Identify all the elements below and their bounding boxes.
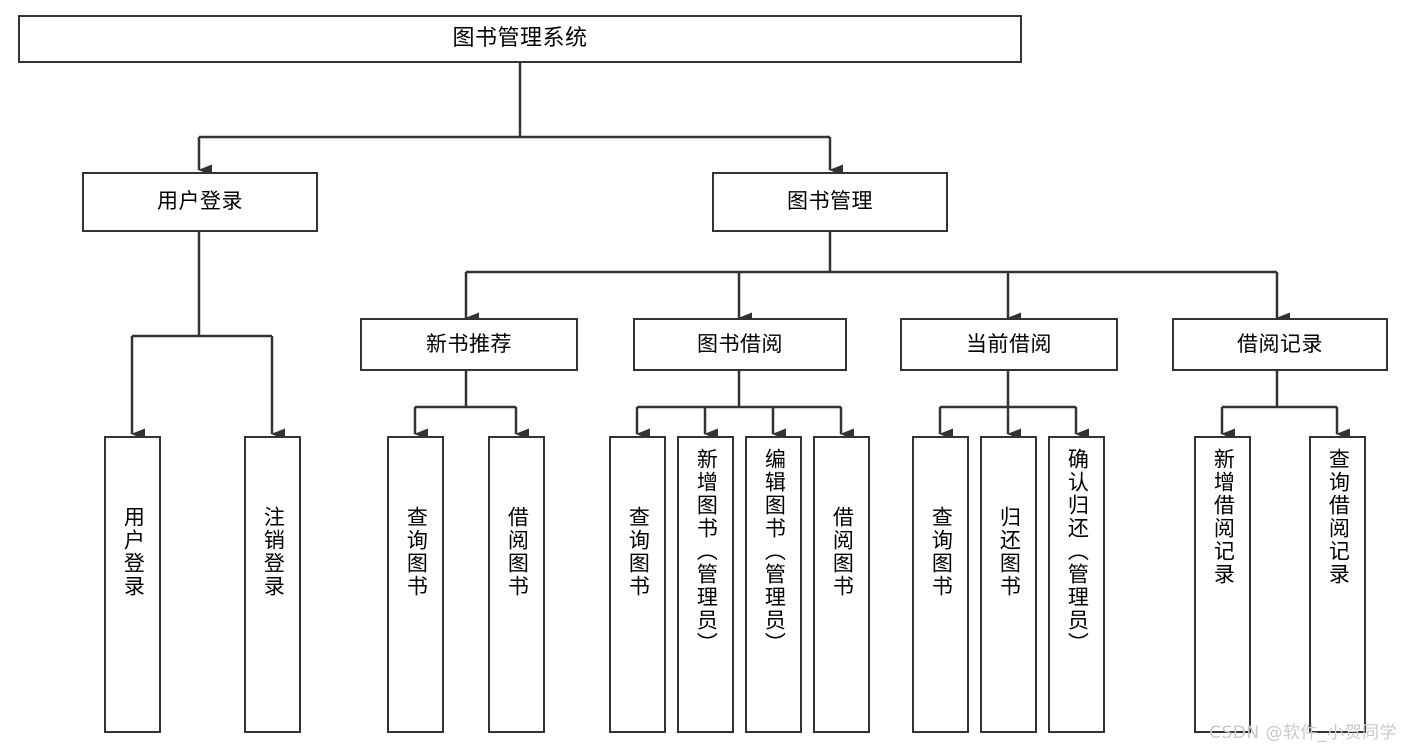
node-current-borrow[interactable]: 当前借阅 bbox=[900, 318, 1118, 371]
leaf-label: 借阅图书 bbox=[505, 506, 530, 598]
leaf-label: 新增借阅记录 bbox=[1211, 448, 1236, 586]
leaf-borrow-book-recommend[interactable]: 借阅图书 bbox=[488, 436, 545, 733]
leaf-query-borrow-record[interactable]: 查询借阅记录 bbox=[1309, 436, 1366, 733]
node-label: 图书管理 bbox=[787, 189, 873, 214]
leaf-add-borrow-record[interactable]: 新增借阅记录 bbox=[1194, 436, 1251, 733]
leaf-label: 注销登录 bbox=[261, 506, 286, 598]
node-label: 当前借阅 bbox=[966, 331, 1052, 356]
leaf-logout[interactable]: 注销登录 bbox=[244, 436, 301, 733]
leaf-label: 查询图书 bbox=[929, 506, 954, 598]
node-label: 图书管理系统 bbox=[452, 25, 588, 51]
leaf-label: 编辑图书（管理员） bbox=[762, 448, 787, 655]
node-book-borrow[interactable]: 图书借阅 bbox=[633, 318, 847, 371]
leaf-query-book-recommend[interactable]: 查询图书 bbox=[387, 436, 444, 733]
node-book-management[interactable]: 图书管理 bbox=[712, 172, 948, 232]
leaf-confirm-return-admin[interactable]: 确认归还（管理员） bbox=[1048, 436, 1105, 733]
watermark: CSDN @软件_小贺同学 bbox=[1209, 723, 1397, 743]
node-root-book-management-system[interactable]: 图书管理系统 bbox=[18, 15, 1022, 63]
node-label: 图书借阅 bbox=[697, 331, 783, 356]
leaf-label: 查询借阅记录 bbox=[1326, 448, 1351, 586]
leaf-label: 新增图书（管理员） bbox=[694, 448, 719, 655]
leaf-label: 借阅图书 bbox=[830, 506, 855, 598]
leaf-add-book-admin[interactable]: 新增图书（管理员） bbox=[677, 436, 734, 733]
node-user-login[interactable]: 用户登录 bbox=[82, 172, 318, 232]
leaf-label: 查询图书 bbox=[404, 506, 429, 598]
leaf-return-book[interactable]: 归还图书 bbox=[980, 436, 1037, 733]
leaf-query-book-borrow[interactable]: 查询图书 bbox=[609, 436, 666, 733]
node-new-book-recommend[interactable]: 新书推荐 bbox=[360, 318, 578, 371]
leaf-edit-book-admin[interactable]: 编辑图书（管理员） bbox=[745, 436, 802, 733]
node-label: 用户登录 bbox=[157, 189, 243, 214]
leaf-user-login[interactable]: 用户登录 bbox=[104, 436, 161, 733]
leaf-borrow-book[interactable]: 借阅图书 bbox=[813, 436, 870, 733]
leaf-label: 查询图书 bbox=[626, 506, 651, 598]
node-label: 借阅记录 bbox=[1237, 331, 1323, 356]
leaf-label: 确认归还（管理员） bbox=[1065, 448, 1090, 655]
leaf-label: 归还图书 bbox=[997, 506, 1022, 598]
node-label: 新书推荐 bbox=[426, 331, 512, 356]
node-borrow-record[interactable]: 借阅记录 bbox=[1172, 318, 1388, 371]
leaf-label: 用户登录 bbox=[121, 506, 146, 598]
leaf-query-book-current[interactable]: 查询图书 bbox=[912, 436, 969, 733]
